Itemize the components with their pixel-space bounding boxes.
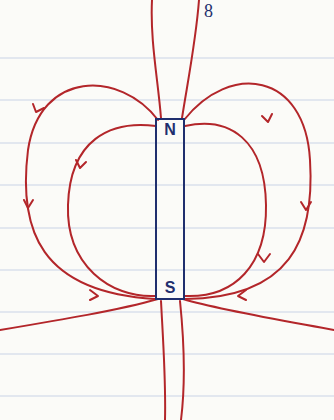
pole-label: S	[165, 278, 176, 298]
paper-ruling	[0, 58, 334, 396]
bar-magnet: NS	[155, 118, 185, 300]
pole-label: N	[164, 120, 176, 140]
field-arrows	[24, 104, 311, 300]
page-number: 8	[202, 2, 215, 20]
